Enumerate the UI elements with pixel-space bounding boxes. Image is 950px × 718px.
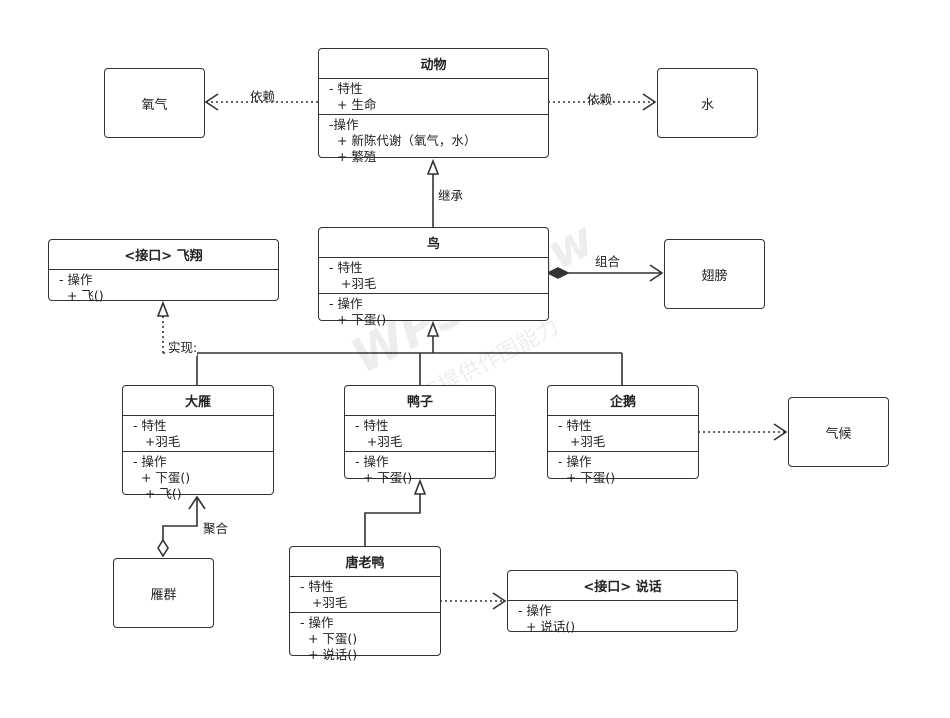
attr-line: +羽毛 <box>355 434 403 449</box>
op-line: - 操作 <box>133 454 167 469</box>
climate-label: 气候 <box>825 426 852 442</box>
op-line: + 说话() <box>518 619 576 634</box>
class-duck-attributes: - 特性 +羽毛 <box>345 416 495 451</box>
class-animal[interactable]: 动物 - 特性 + 生命 -操作 + 新陈代谢（氧气，水） + 繁殖 <box>318 48 549 164</box>
attr-line: - 特性 <box>329 81 363 96</box>
label-composition: 组合 <box>595 254 621 269</box>
class-penguin-attributes: - 特性 +羽毛 <box>548 416 698 451</box>
attr-line: +羽毛 <box>329 276 377 291</box>
class-goose-attributes: - 特性 +羽毛 <box>123 416 273 451</box>
inheritance-arrowhead-duck <box>413 478 427 495</box>
op-line: - 操作 <box>300 615 334 630</box>
interface-fly-operations: - 操作 + 飞() <box>49 270 278 305</box>
op-line: + 新陈代谢（氧气，水） <box>329 133 477 148</box>
interface-speak-title: <接口> 说话 <box>508 571 737 601</box>
attr-line: - 特性 <box>300 579 334 594</box>
attr-line: +羽毛 <box>133 434 181 449</box>
dependency-arrowhead-water <box>642 93 657 111</box>
class-donald-operations: - 操作 + 下蛋() + 说话() <box>290 612 440 664</box>
interface-fly-title: <接口> 飞翔 <box>49 240 278 270</box>
class-duck[interactable]: 鸭子 - 特性 +羽毛 - 操作 + 下蛋() <box>344 385 496 485</box>
op-line: + 下蛋() <box>355 470 413 485</box>
inheritance-line-donald <box>364 494 421 546</box>
attr-line: - 特性 <box>355 418 389 433</box>
realization-arrowhead <box>156 300 170 317</box>
op-line: + 下蛋() <box>133 470 191 485</box>
composition-diamond <box>546 267 570 279</box>
class-duck-title: 鸭子 <box>345 386 495 416</box>
op-line: + 飞() <box>59 288 104 303</box>
op-line: + 繁殖 <box>329 149 377 164</box>
label-dependency-water: 依赖 <box>587 92 613 107</box>
op-line: + 下蛋() <box>558 470 616 485</box>
op-line: + 说话() <box>300 647 358 662</box>
class-goose-title: 大雁 <box>123 386 273 416</box>
dependency-arrowhead-oxygen <box>204 93 219 111</box>
class-bird-attributes: - 特性 +羽毛 <box>319 258 548 293</box>
flock-node[interactable]: 雁群 <box>113 558 214 628</box>
wings-label: 翅膀 <box>701 268 728 284</box>
climate-node[interactable]: 气候 <box>788 397 889 467</box>
label-aggregation: 聚合 <box>203 521 229 536</box>
class-goose-operations: - 操作 + 下蛋() + 飞() <box>123 451 273 503</box>
composition-arrowhead <box>649 264 664 282</box>
class-duck-operations: - 操作 + 下蛋() <box>345 451 495 487</box>
label-realization: 实现: <box>168 337 198 356</box>
op-line: - 操作 <box>59 272 93 287</box>
class-bird-operations: - 操作 + 下蛋() <box>319 293 548 329</box>
attr-line: + 生命 <box>329 97 377 112</box>
class-penguin-operations: - 操作 + 下蛋() <box>548 451 698 487</box>
op-line: + 下蛋() <box>329 312 387 327</box>
flock-label: 雁群 <box>150 587 177 603</box>
water-node[interactable]: 水 <box>657 68 758 138</box>
oxygen-label: 氧气 <box>141 97 168 113</box>
interface-speak[interactable]: <接口> 说话 - 操作 + 说话() <box>507 570 738 634</box>
aggregation-diamond <box>157 538 169 558</box>
aggregation-line <box>162 497 198 540</box>
realization-arrowhead-speak <box>492 592 507 610</box>
class-goose[interactable]: 大雁 - 特性 +羽毛 - 操作 + 下蛋() + 飞() <box>122 385 274 501</box>
class-donald-title: 唐老鸭 <box>290 547 440 577</box>
interface-fly[interactable]: <接口> 飞翔 - 操作 + 飞() <box>48 239 279 303</box>
op-line: - 操作 <box>518 603 552 618</box>
inheritance-arrowhead-bird <box>426 320 440 337</box>
water-label: 水 <box>700 97 714 113</box>
op-line: - 操作 <box>329 296 363 311</box>
op-line: -操作 <box>329 117 359 132</box>
attr-line: - 特性 <box>558 418 592 433</box>
class-bird[interactable]: 鸟 - 特性 +羽毛 - 操作 + 下蛋() <box>318 227 549 327</box>
attr-line: - 特性 <box>133 418 167 433</box>
op-line: + 下蛋() <box>300 631 358 646</box>
class-penguin-title: 企鹅 <box>548 386 698 416</box>
op-line: + 飞() <box>133 486 182 501</box>
attr-line: +羽毛 <box>558 434 606 449</box>
dependency-arrowhead-climate <box>773 423 788 441</box>
op-line: - 操作 <box>558 454 592 469</box>
class-animal-operations: -操作 + 新陈代谢（氧气，水） + 繁殖 <box>319 114 548 166</box>
class-animal-title: 动物 <box>319 49 548 79</box>
aggregation-arrowhead <box>188 495 206 510</box>
class-penguin[interactable]: 企鹅 - 特性 +羽毛 - 操作 + 下蛋() <box>547 385 699 485</box>
class-donald-attributes: - 特性 +羽毛 <box>290 577 440 612</box>
inheritance-arrowhead-animal <box>426 158 440 175</box>
attr-line: +羽毛 <box>300 595 348 610</box>
class-animal-attributes: - 特性 + 生命 <box>319 79 548 114</box>
class-donald-duck[interactable]: 唐老鸭 - 特性 +羽毛 - 操作 + 下蛋() + 说话() <box>289 546 441 662</box>
label-dependency-oxygen: 依赖 <box>250 89 276 104</box>
oxygen-node[interactable]: 氧气 <box>104 68 205 138</box>
attr-line: - 特性 <box>329 260 363 275</box>
wings-node[interactable]: 翅膀 <box>664 239 765 309</box>
interface-speak-operations: - 操作 + 说话() <box>508 601 737 636</box>
class-bird-title: 鸟 <box>319 228 548 258</box>
op-line: - 操作 <box>355 454 389 469</box>
label-inheritance: 继承 <box>438 188 464 203</box>
